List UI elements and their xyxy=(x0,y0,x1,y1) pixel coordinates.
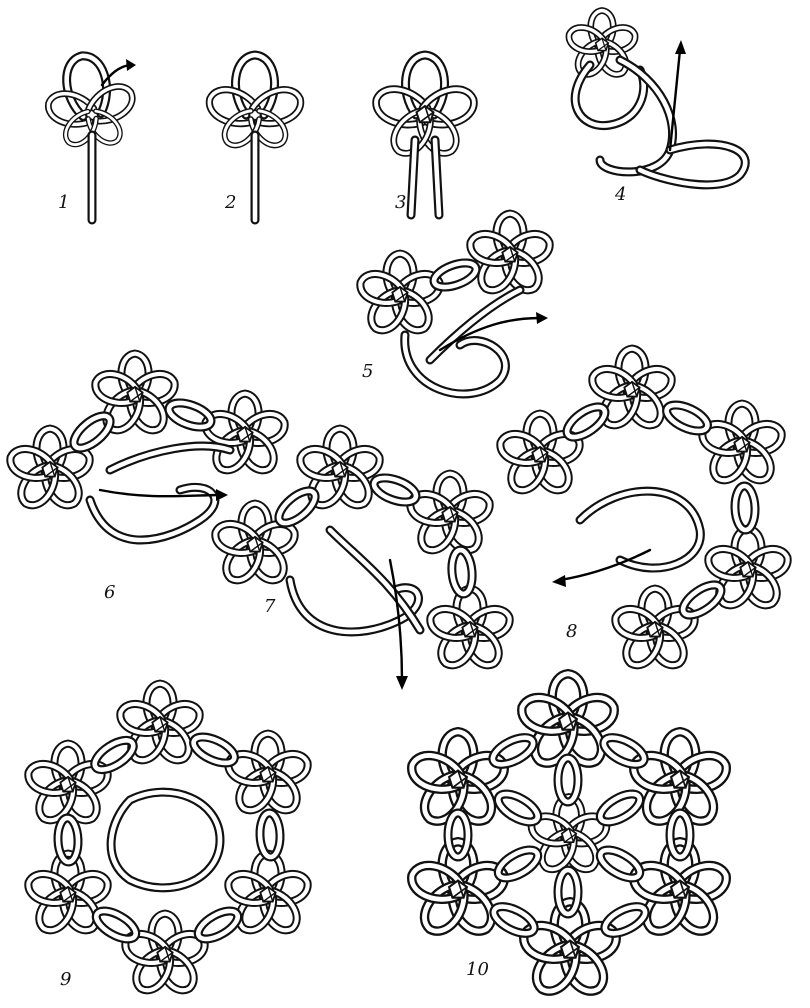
step-9-drawing xyxy=(24,684,311,997)
step-10-drawing xyxy=(407,674,731,999)
step-5-drawing xyxy=(356,214,553,394)
step-5-label: 5 xyxy=(362,361,373,382)
step-7-label: 7 xyxy=(264,596,276,617)
step-2-drawing xyxy=(205,55,306,220)
step-8-drawing xyxy=(496,349,791,672)
step-3-drawing xyxy=(371,55,478,215)
step-2-label: 2 xyxy=(224,192,236,213)
step-8-label: 8 xyxy=(566,621,577,642)
step-6-label: 6 xyxy=(104,582,115,603)
step-3-label: 3 xyxy=(395,192,406,213)
step-10-label: 10 xyxy=(466,959,489,980)
step-4-label: 4 xyxy=(614,184,626,205)
step-1-label: 1 xyxy=(58,192,69,213)
step-9-label: 9 xyxy=(60,969,71,990)
step-4-drawing xyxy=(566,11,746,185)
